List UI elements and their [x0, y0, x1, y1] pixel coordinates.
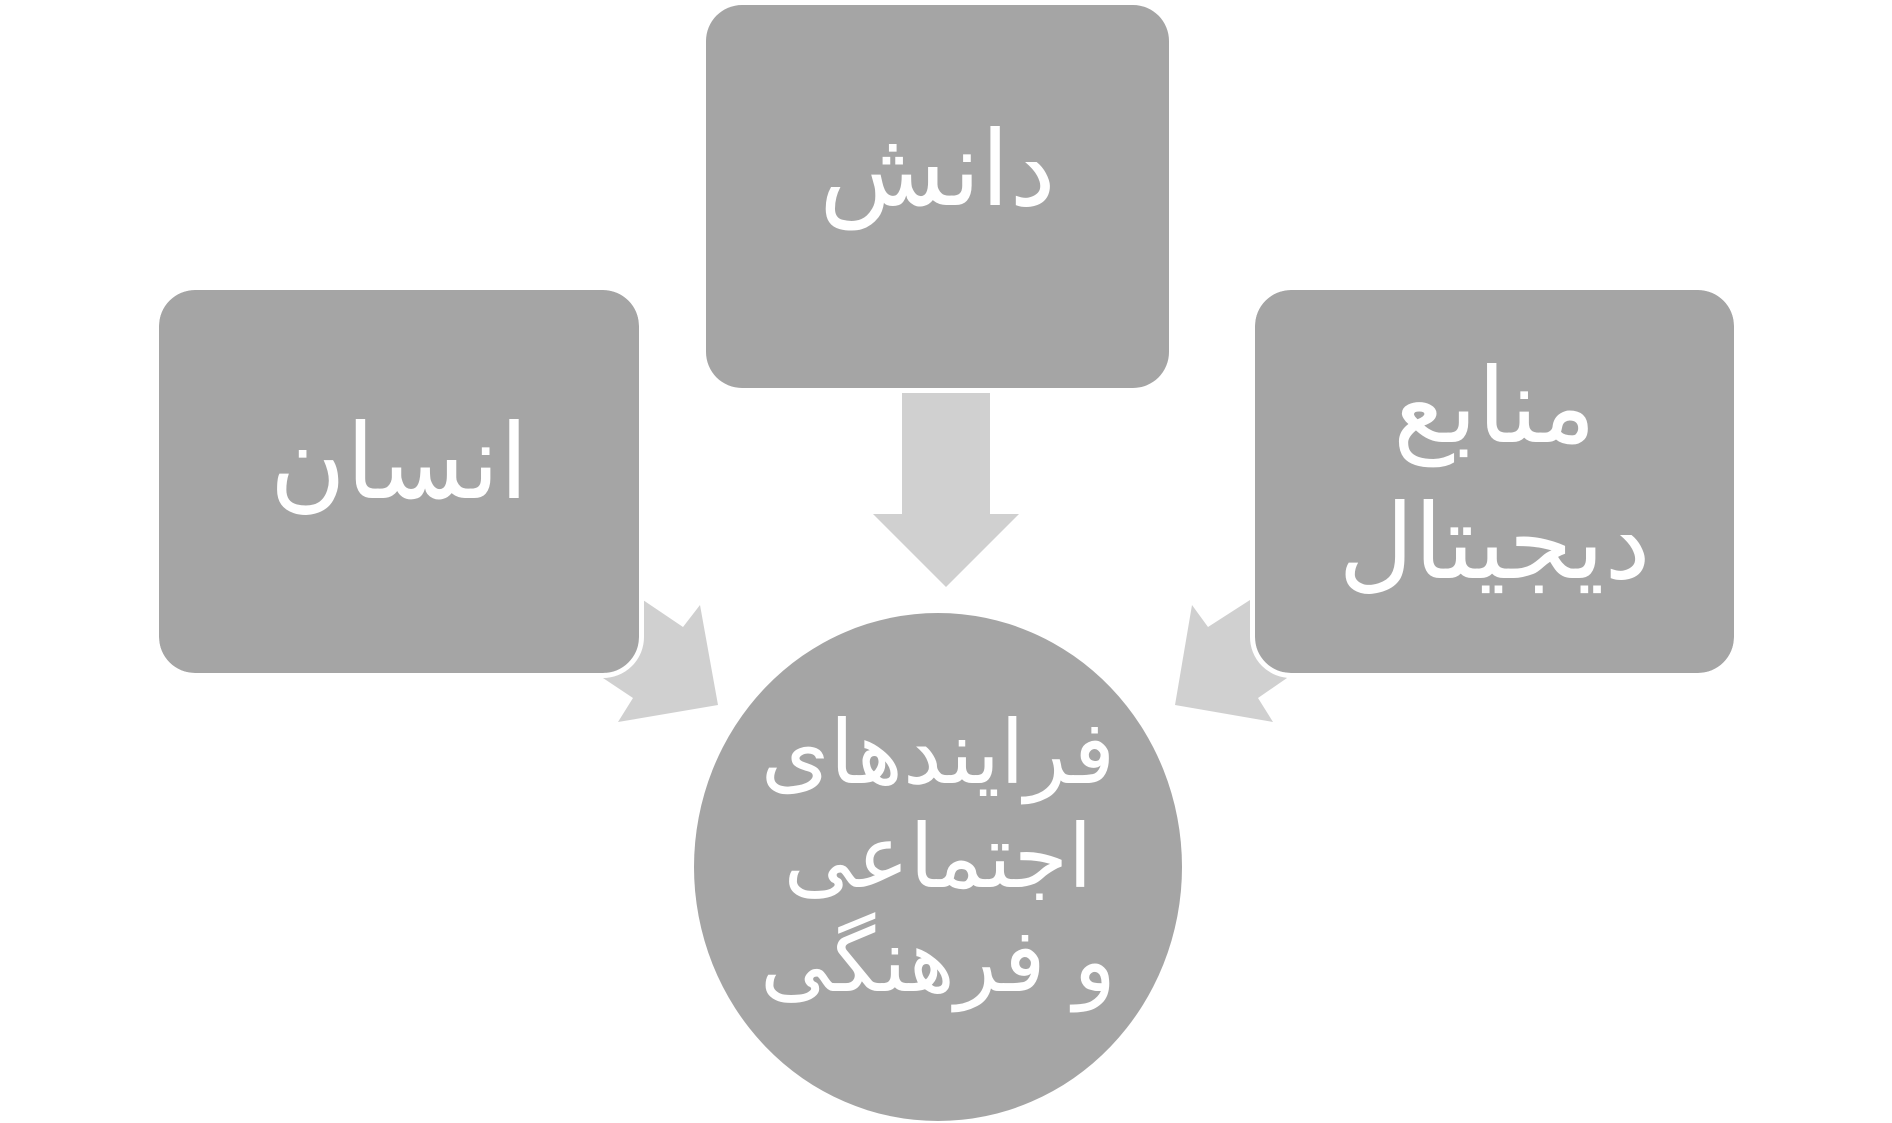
node-knowledge-label: دانش: [819, 107, 1056, 230]
node-center-line-1: فرایندهای: [760, 701, 1116, 804]
node-center-line-2: اجتماعی: [783, 805, 1093, 908]
node-knowledge: دانش: [706, 5, 1169, 388]
node-digital-resources: منابع دیجیتال: [1250, 285, 1739, 678]
node-center-line-3: و فرهنگی: [760, 909, 1116, 1012]
node-digital-resources-text: منابع دیجیتال: [1338, 338, 1650, 610]
node-human: انسان: [154, 285, 644, 678]
node-social-cultural-processes: فرایندهای اجتماعی و فرهنگی: [694, 613, 1182, 1121]
node-human-label: انسان: [269, 400, 529, 523]
node-social-cultural-processes-text: فرایندهای اجتماعی و فرهنگی: [760, 701, 1116, 1013]
arrow-down-icon: [873, 393, 1019, 587]
node-digital-resources-line-2: دیجیتال: [1338, 480, 1651, 603]
node-digital-resources-line-1: منابع: [1392, 344, 1597, 467]
